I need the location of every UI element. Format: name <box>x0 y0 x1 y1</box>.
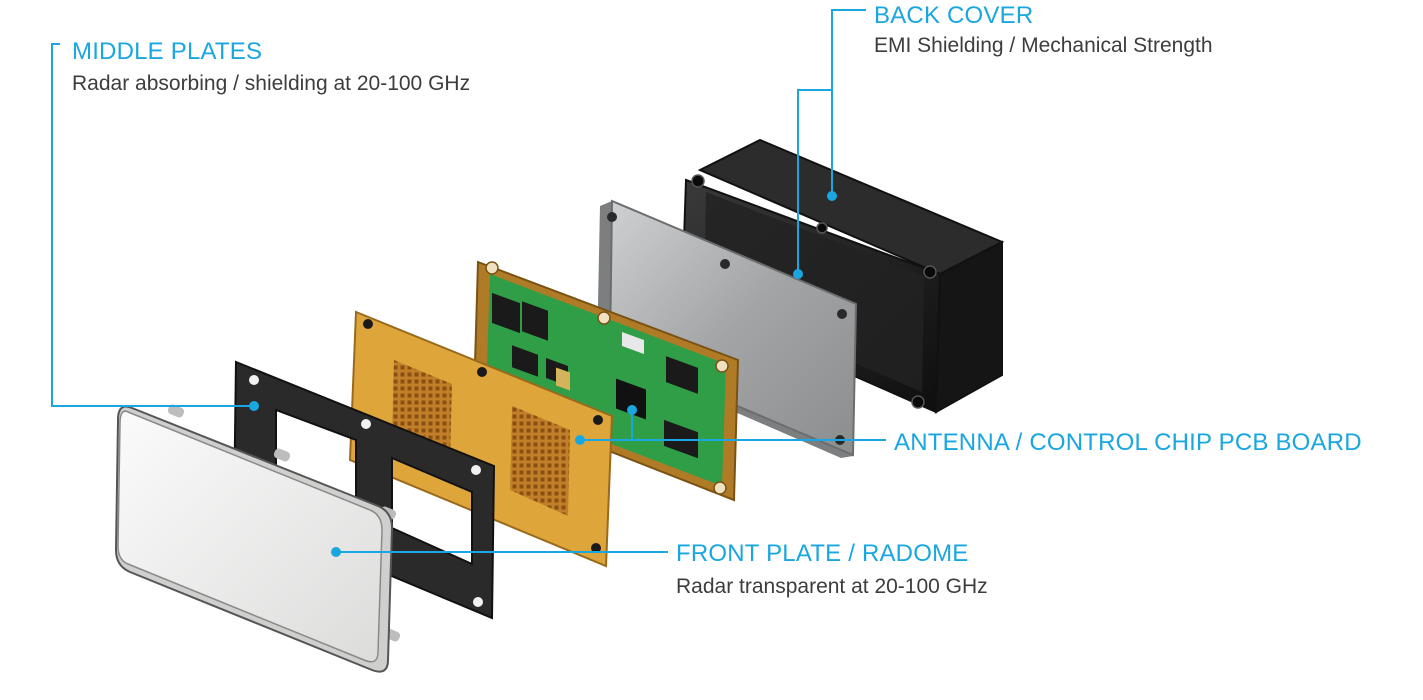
front-plate-title: FRONT PLATE / RADOME <box>676 540 969 567</box>
back-cover-description: EMI Shielding / Mechanical Strength <box>874 34 1213 57</box>
front-plate-description: Radar transparent at 20-100 GHz <box>676 575 988 598</box>
pcb-board-title: ANTENNA / CONTROL CHIP PCB BOARD <box>894 429 1362 456</box>
middle-plates-title: MIDDLE PLATES <box>72 38 263 65</box>
back-cover-title: BACK COVER <box>874 2 1034 29</box>
front-radome <box>114 404 401 673</box>
middle-plates-description: Radar absorbing / shielding at 20-100 GH… <box>72 72 471 95</box>
metal-shield-plate <box>597 199 858 458</box>
leader-dots <box>249 191 837 557</box>
leader-lines <box>51 9 886 553</box>
